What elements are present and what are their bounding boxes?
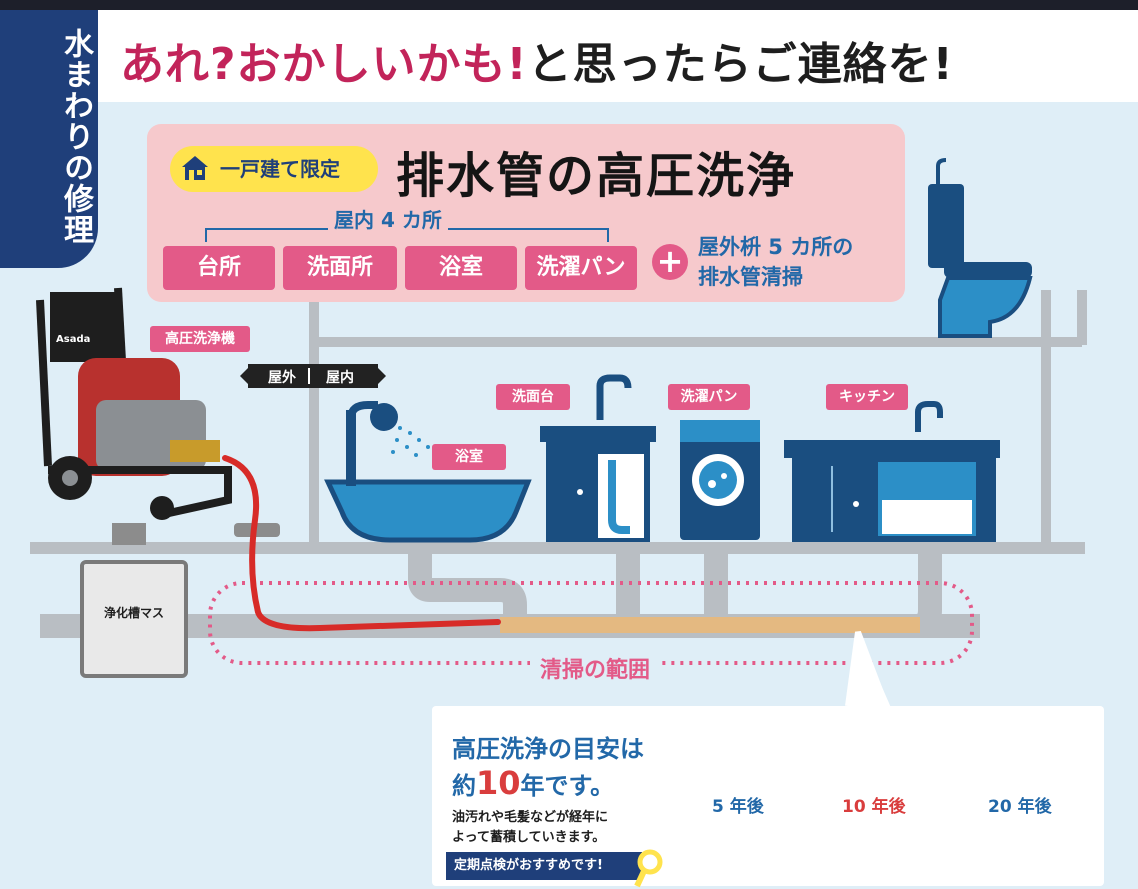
- plus-icon: +: [652, 244, 688, 280]
- pipe-10yr-label: 10 年後: [842, 797, 906, 817]
- floor: [30, 542, 1085, 554]
- room-kitchen: 台所: [163, 246, 275, 290]
- house-icon: [182, 156, 208, 180]
- info-title-line1: 高圧洗浄の目安は: [452, 735, 644, 763]
- outdoor-text: 屋外枡 5 カ所の 排水管清掃: [698, 232, 898, 292]
- top-bar: [0, 0, 1138, 10]
- info-title-prefix: 約: [452, 772, 476, 800]
- kitchen-drawing: [784, 401, 1000, 542]
- septic-tank: [80, 560, 188, 678]
- info-title: 高圧洗浄の目安は 約10年です。: [452, 732, 644, 803]
- side-title: 水まわりの修理: [58, 28, 93, 245]
- info-sub-line1: 油汚れや毛髪などが経年に: [452, 810, 609, 825]
- info-title-suffix: 年です。: [520, 772, 615, 800]
- toilet-drawing: [928, 158, 1033, 338]
- outdoor-label: 屋外: [268, 370, 296, 386]
- headline-pink: あれ?おかしいかも!: [120, 39, 528, 90]
- outdoor-line-1: 屋外枡 5 カ所の: [698, 235, 854, 259]
- indoor-small-label: 屋内: [326, 370, 354, 386]
- info-sub-line2: よって蓄積していきます。: [452, 830, 606, 845]
- pressure-washer-label: 高圧洗浄機: [150, 326, 250, 352]
- outdoor-indoor-arrow: 屋外 屋内: [248, 364, 378, 388]
- info-title-line2: 約10年です。: [452, 766, 644, 803]
- indoor-label: 屋内 4 カ所: [328, 204, 448, 233]
- double-arrow-icon: [240, 366, 386, 386]
- outdoor-line-2: 排水管清掃: [698, 265, 803, 289]
- room-bathroom: 浴室: [405, 246, 517, 290]
- brand-label: Asada: [56, 334, 91, 345]
- washbasin-label: 洗面台: [496, 384, 570, 410]
- cleaning-scope-label: 清掃の範囲: [530, 652, 661, 684]
- magnifier-icon: [634, 849, 663, 888]
- laundry-label: 洗濯パン: [668, 384, 750, 410]
- washing-machine-drawing: [680, 420, 760, 540]
- pipe-5yr-label: 5 年後: [712, 797, 764, 817]
- bath-label: 浴室: [432, 444, 506, 470]
- pipe-20yr-label: 20 年後: [988, 797, 1052, 817]
- bathtub-drawing: [324, 401, 532, 543]
- room-washroom: 洗面所: [283, 246, 397, 290]
- room-laundry: 洗濯パン: [525, 246, 637, 290]
- header: [0, 10, 1138, 102]
- service-title: 排水管の高圧洗浄: [396, 148, 797, 204]
- info-subtext: 油汚れや毛髪などが経年に よって蓄積していきます。: [452, 808, 608, 848]
- side-tab: 水まわりの修理: [0, 10, 98, 268]
- septic-tank-label: 浄化槽マス: [103, 606, 164, 620]
- washbasin-drawing: [540, 374, 656, 542]
- headline-dark: と思ったらご連絡を!: [527, 39, 954, 90]
- pressure-washer-drawing: [36, 287, 232, 520]
- headline: あれ?おかしいかも!と思ったらご連絡を!: [120, 28, 954, 92]
- inspection-cta: 定期点検がおすすめです!: [446, 852, 642, 880]
- info-title-number: 10: [476, 764, 521, 802]
- kitchen-label: キッチン: [826, 384, 908, 410]
